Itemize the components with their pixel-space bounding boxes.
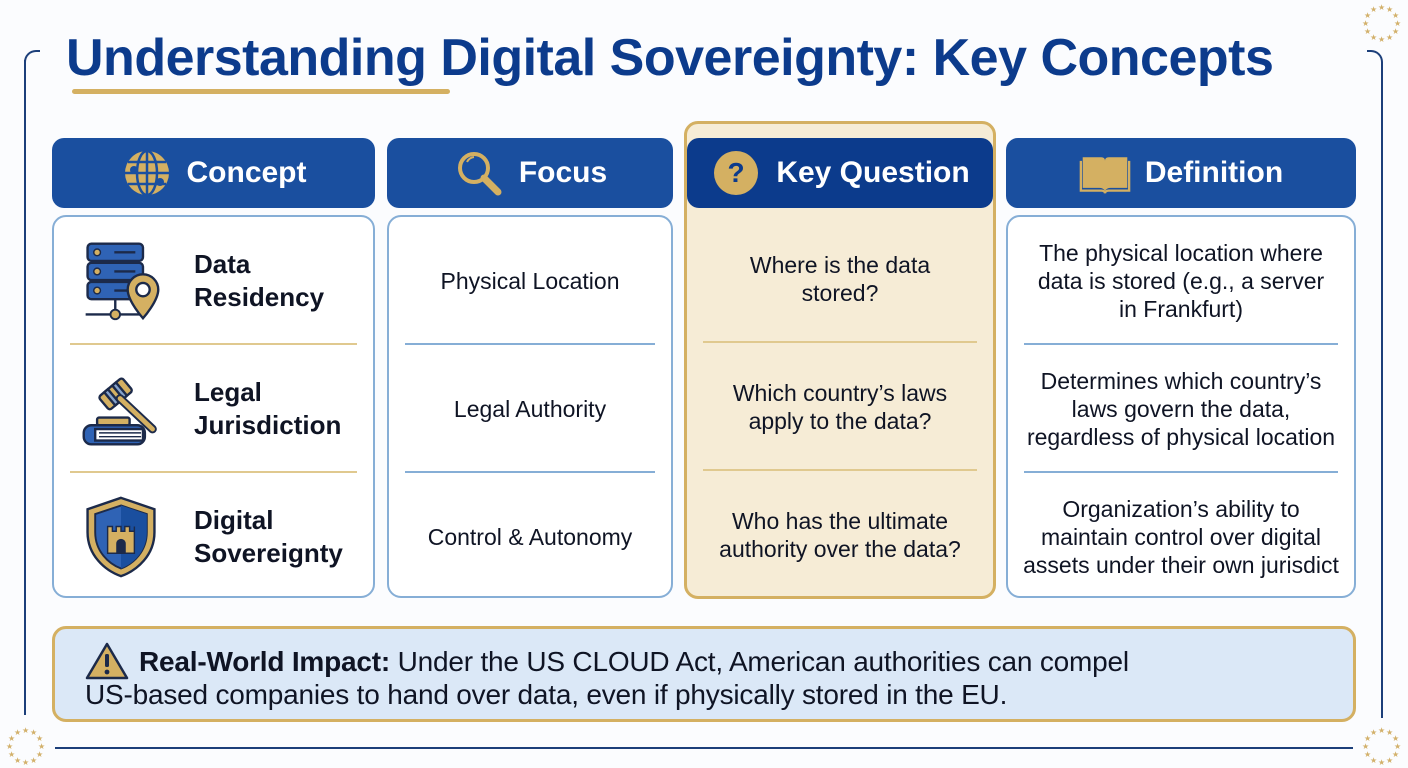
title-underline (72, 89, 450, 94)
header-label: Key Question (776, 156, 970, 189)
frame-corner-top-right (1367, 50, 1383, 66)
eu-stars-icon: ★★★★★★★★★★★★ (1362, 726, 1402, 767)
row-divider (70, 343, 357, 345)
frame-left-line (24, 60, 26, 715)
gavel-book-icon (82, 376, 157, 446)
server-location-icon (85, 242, 160, 320)
eu-stars-icon: ★★★★★★★★★★★★ (6, 726, 46, 767)
focus-cell: Physical Location (440, 267, 620, 294)
focus-cell: Control & Autonomy (427, 523, 633, 550)
row-divider (703, 469, 977, 471)
header-definition: Definition (1006, 138, 1356, 208)
impact-banner: Real-World Impact: Under the US CLOUD Ac… (52, 626, 1356, 722)
shield-castle-icon (86, 496, 156, 577)
row-divider (1024, 343, 1338, 345)
header-label: Concept (186, 156, 307, 189)
row-divider (1024, 471, 1338, 473)
svg-text:?: ? (728, 157, 745, 188)
eu-stars-icon: ★★★★★★★★★★★★ (1362, 3, 1402, 44)
row-divider (703, 341, 977, 343)
row-divider (70, 471, 357, 473)
frame-corner-top-left (24, 50, 40, 66)
impact-label: Real-World Impact: (139, 646, 391, 677)
header-concept: Concept (52, 138, 375, 208)
row-divider (405, 471, 655, 473)
focus-cell: Legal Authority (453, 395, 607, 422)
focus-column: Physical Location Legal Authority Contro… (387, 215, 673, 598)
page-title: Understanding Digital Sovereignty: Key C… (66, 29, 1274, 87)
warning-icon (85, 642, 129, 680)
row-divider (405, 343, 655, 345)
header-label: Focus (518, 156, 608, 189)
frame-bottom-line (55, 747, 1353, 749)
frame-right-line (1381, 62, 1383, 718)
impact-text: Real-World Impact: Under the US CLOUD Ac… (85, 646, 1129, 710)
open-book-icon (1079, 147, 1131, 199)
magnifier-icon (453, 147, 505, 199)
globe-icon (121, 147, 173, 199)
header-key-question: ? Key Question (687, 138, 993, 208)
question-circle-icon: ? (710, 147, 762, 199)
header-focus: Focus (387, 138, 673, 208)
header-label: Definition (1144, 156, 1284, 189)
